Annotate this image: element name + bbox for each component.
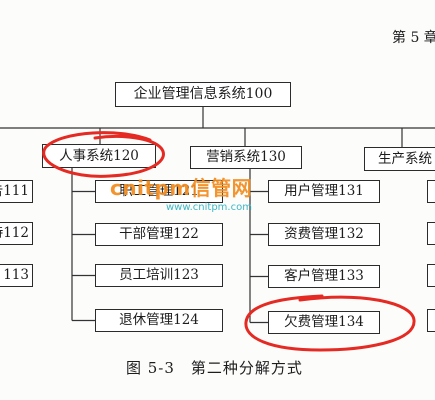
watermark-brand: cnitpm信管网 [110, 176, 253, 200]
subsystem-node-personnel: 人事系统120 [42, 144, 156, 168]
right-child-clip [427, 309, 435, 332]
child-node-121: 职工管理121 [95, 180, 223, 203]
root-node: 企业管理信息系统100 [115, 82, 291, 107]
red-annotation-circle-personnel [42, 131, 165, 178]
red-annotation-circle-arrears [244, 294, 416, 352]
child-node-134: 欠费管理134 [268, 311, 380, 334]
chapter-header: 第 5 章 [392, 30, 435, 46]
right-child-clip [427, 180, 435, 203]
chapter-header-clip: 第 5 章 [392, 28, 435, 50]
left-child-clip: 告111 [0, 180, 33, 203]
right-partial-child [427, 222, 435, 245]
right-child-clip [427, 264, 435, 287]
left-partial-child-111: 告111 [0, 180, 33, 203]
subsystem-node-production: 生产系统 [364, 147, 435, 171]
left-partial-child-112: 诗112 [0, 222, 33, 245]
right-partial-child [427, 180, 435, 203]
right-child-clip [427, 222, 435, 245]
right-partial-child [427, 309, 435, 332]
left-partial-child-113: 113 [0, 264, 33, 287]
subsystem-node-marketing: 营销系统130 [190, 146, 302, 169]
left-child-clip: 诗112 [0, 222, 33, 245]
child-node-122: 干部管理122 [95, 223, 223, 246]
left-child-clip: 113 [0, 264, 33, 287]
right-partial-child [427, 264, 435, 287]
watermark-url: www.cnitpm.com [166, 202, 252, 213]
child-node-132: 资费管理132 [268, 223, 380, 246]
child-node-133: 客户管理133 [268, 265, 380, 288]
child-node-124: 退休管理124 [95, 309, 223, 332]
child-node-131: 用户管理131 [268, 180, 380, 203]
figure-caption: 图 5-3 第二种分解方式 [126, 359, 303, 377]
subsystem-production-clip: 生产系统 [364, 147, 435, 171]
child-node-123: 员工培训123 [95, 264, 223, 287]
